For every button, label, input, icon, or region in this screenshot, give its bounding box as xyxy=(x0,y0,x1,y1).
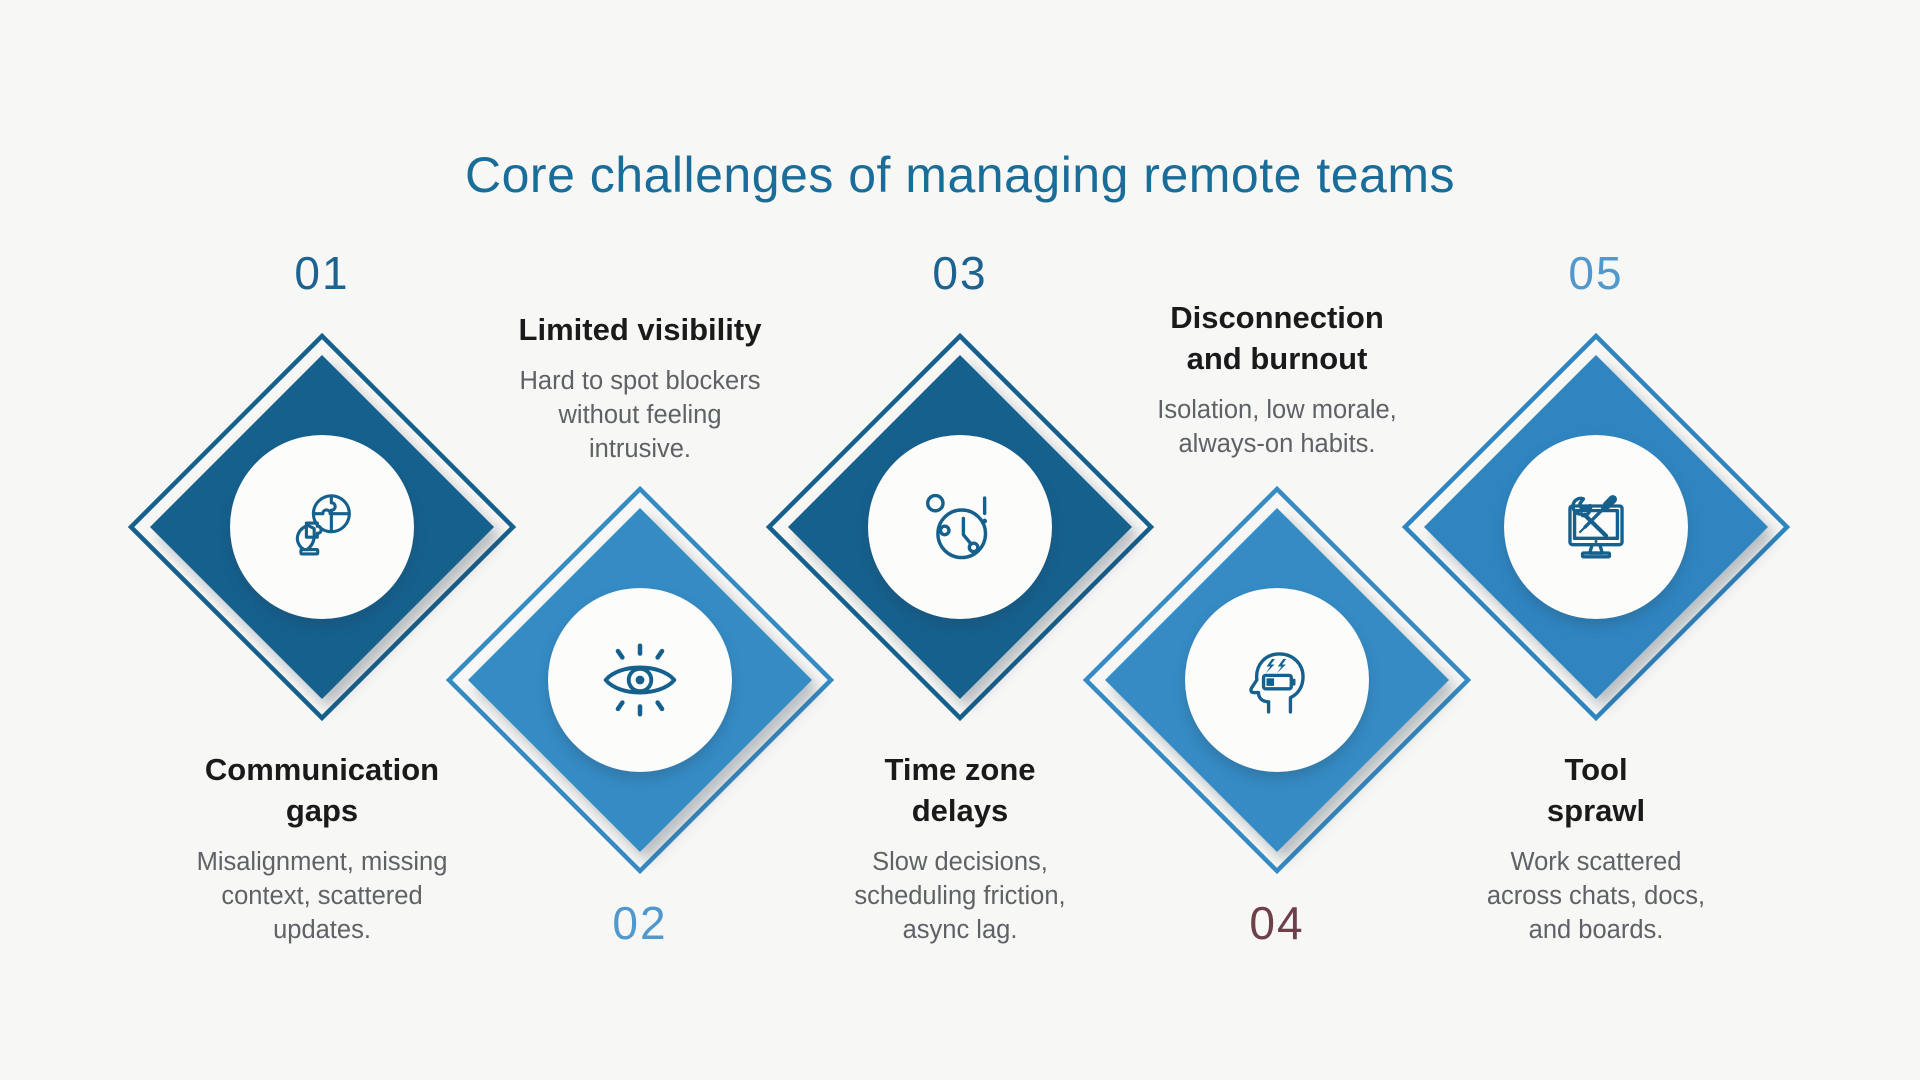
challenge-description-2: Hard to spot blockers without feeling in… xyxy=(519,366,761,464)
tool-monitor-icon xyxy=(1568,495,1624,559)
challenge-description-5: Work scattered across chats, docs, and b… xyxy=(1486,847,1706,945)
diamond-outline xyxy=(1401,332,1791,722)
challenge-card-3: 03 Time zone delays xyxy=(760,0,1160,1080)
challenge-card-5: 05 xyxy=(1396,0,1796,1080)
diamond-outline xyxy=(445,485,835,875)
diamond-outline xyxy=(127,332,517,722)
challenge-heading-2: Limited visibility xyxy=(518,312,762,347)
diamond-shape-4 xyxy=(1077,480,1477,880)
step-number-2: 02 xyxy=(612,897,668,949)
challenge-card-2: Limited visibility Hard to spot blockers… xyxy=(440,0,840,1080)
clock-alert-icon xyxy=(926,493,988,560)
diamond-graphic xyxy=(127,332,517,722)
step-number-3: 03 xyxy=(932,247,988,299)
step-number-4: 04 xyxy=(1249,897,1305,949)
diamond-outline xyxy=(1082,485,1472,875)
diamond-graphic xyxy=(765,332,1155,722)
challenge-heading-5: Tool sprawl xyxy=(1546,752,1646,828)
challenge-card-1: 01 Communication gaps Misa xyxy=(122,0,522,1080)
step-number-1: 01 xyxy=(294,247,350,299)
challenge-heading-3: Time zone delays xyxy=(884,752,1036,828)
challenge-text-5: Tool sprawl Work scattered across chats,… xyxy=(1424,750,1768,947)
challenge-description-1: Misalignment, missing context, scattered… xyxy=(196,847,448,945)
diamond-graphic xyxy=(1082,485,1472,875)
diamond-shape-5 xyxy=(1396,327,1796,727)
challenge-heading-1: Communication gaps xyxy=(204,752,440,828)
challenge-text-2: Limited visibility Hard to spot blockers… xyxy=(468,310,812,466)
icon-disc xyxy=(868,435,1052,619)
challenge-description-3: Slow decisions, scheduling friction, asy… xyxy=(854,847,1066,945)
icon-disc xyxy=(1185,588,1369,772)
challenge-heading-4: Disconnection and burnout xyxy=(1170,300,1384,376)
challenge-description-4: Isolation, low morale, always-on habits. xyxy=(1157,395,1397,458)
challenge-text-4: Disconnection and burnout Isolation, low… xyxy=(1105,298,1449,461)
puzzle-globe-icon xyxy=(295,494,351,556)
eye-icon xyxy=(603,643,677,717)
diamond-outline xyxy=(765,332,1155,722)
challenge-text-3: Time zone delays Slow decisions, schedul… xyxy=(788,750,1132,947)
diamond-shape-3 xyxy=(760,327,1160,727)
diamond-graphic xyxy=(1401,332,1791,722)
page-title: Core challenges of managing remote teams xyxy=(465,146,1455,203)
burnout-head-icon xyxy=(1249,652,1305,714)
diamond-graphic xyxy=(445,485,835,875)
step-number-5: 05 xyxy=(1568,247,1624,299)
diamond-shape-1 xyxy=(122,327,522,727)
diamond-shape-2 xyxy=(440,480,840,880)
challenge-card-4: Disconnection and burnout Isolation, low… xyxy=(1077,0,1477,1080)
challenge-text-1: Communication gaps Misalignment, missing… xyxy=(150,750,494,947)
